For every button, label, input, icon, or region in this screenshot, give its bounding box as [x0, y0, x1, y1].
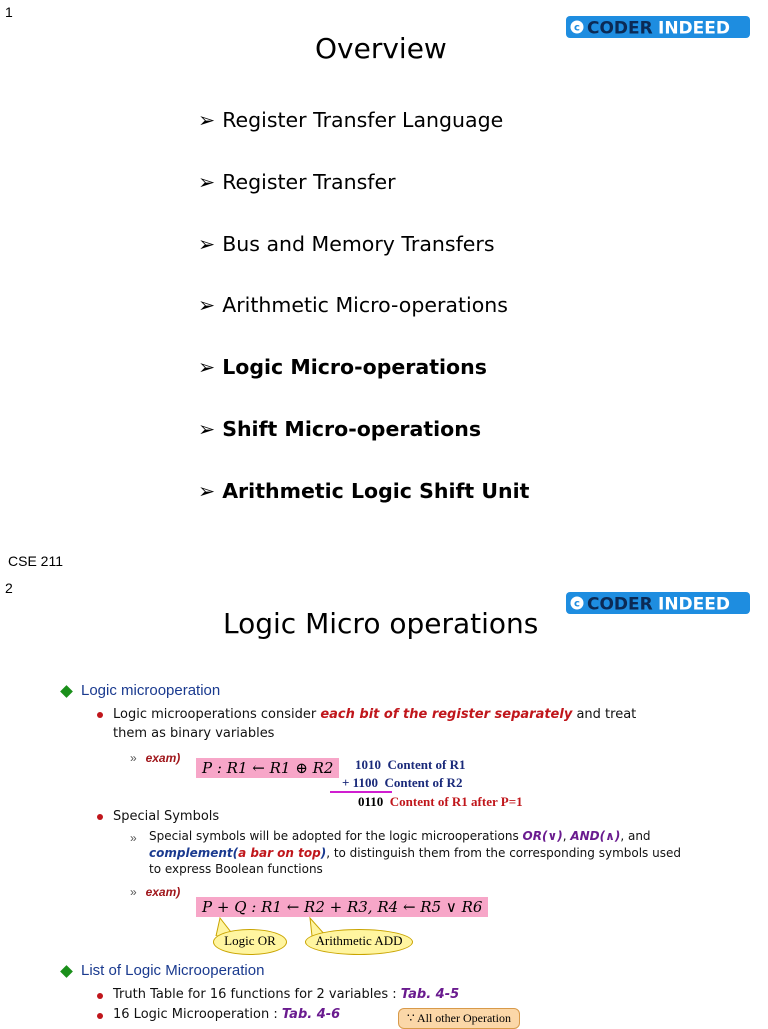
page-number: 2	[5, 580, 13, 596]
coderindeed-logo: c CODER INDEED	[566, 16, 750, 38]
logo-text-coder: CODER	[587, 19, 653, 39]
coderindeed-logo: c CODER INDEED	[566, 592, 750, 614]
diamond-bullet-icon	[60, 965, 73, 978]
callout-arithmetic-add: Arithmetic ADD	[305, 929, 413, 955]
bullet-text: Arithmetic Micro-operations	[222, 293, 508, 318]
bullet-text: Bus and Memory Transfers	[222, 231, 495, 256]
arrow-icon: ➢	[198, 169, 216, 194]
section-heading: List of Logic Microoperation	[81, 962, 265, 979]
slide-title: Overview	[315, 32, 447, 65]
slide-title: Logic Micro operations	[223, 607, 539, 640]
bullet-text: Register Transfer	[222, 169, 396, 194]
note-box: ∵ All other Operation	[398, 1008, 520, 1029]
section-heading: Logic microoperation	[81, 682, 221, 699]
logo-badge: c	[574, 599, 580, 610]
bullet-item: ➢Bus and Memory Transfers	[198, 232, 529, 294]
item-text: Logic microoperations consider each bit …	[113, 707, 637, 722]
calc-row: 0110 Content of R1 after P=1	[358, 794, 523, 809]
bullet-item: ➢Logic Micro-operations	[198, 355, 529, 417]
arrow-icon: ➢	[198, 416, 216, 441]
bullet-text: Shift Micro-operations	[222, 416, 482, 441]
callout-logic-or: Logic OR	[213, 929, 287, 955]
page-number: 1	[5, 4, 13, 20]
calc-row: + 1100 Content of R2	[342, 775, 463, 790]
slide-footer: CSE 211	[8, 553, 63, 569]
logo-text-coder: CODER	[587, 595, 653, 615]
diamond-bullet-icon	[60, 685, 73, 698]
bullet-text: Logic Micro-operations	[222, 355, 487, 380]
list-item: Truth Table for 16 functions for 2 varia…	[113, 987, 460, 1002]
bullet-item: ➢Register Transfer	[198, 170, 529, 232]
special-line2: complement(a bar on top), to distinguish…	[149, 846, 681, 860]
logo-text-indeed: INDEED	[658, 595, 730, 615]
arrow-icon: ➢	[198, 355, 216, 380]
dot-bullet-icon	[97, 814, 103, 820]
item-text-line2: them as binary variables	[113, 726, 275, 741]
logo-text-indeed: INDEED	[658, 19, 730, 39]
arrow-icon: ➢	[198, 293, 216, 318]
sum-line	[330, 791, 392, 793]
dot-bullet-icon	[97, 1013, 103, 1019]
bullet-text: Register Transfer Language	[222, 108, 504, 132]
bullet-item: ➢Arithmetic Micro-operations	[198, 293, 529, 355]
formula-box: P : R1 ← R1 ⊕ R2	[196, 758, 340, 778]
bullet-list: ➢Register Transfer Language ➢Register Tr…	[198, 108, 529, 541]
dot-bullet-icon	[97, 712, 103, 718]
arrow-icon: ➢	[198, 108, 216, 132]
special-line1: Special symbols will be adopted for the …	[149, 829, 651, 843]
exam-row: » exam)	[130, 751, 181, 765]
formula-box: P + Q : R1 ← R2 + R3, R4 ← R5 ∨ R6	[196, 897, 489, 917]
bullet-item: ➢Register Transfer Language	[198, 108, 529, 170]
bullet-item: ➢Shift Micro-operations	[198, 417, 529, 479]
logo-badge: c	[574, 23, 580, 34]
arrow-icon: ➢	[198, 231, 216, 256]
bullet-item: ➢Arithmetic Logic Shift Unit	[198, 479, 529, 541]
raquo-icon: »	[130, 831, 137, 845]
item-text: Special Symbols	[113, 809, 220, 824]
calc-row: 1010 Content of R1	[355, 757, 466, 772]
special-line3: to express Boolean functions	[149, 862, 323, 876]
dot-bullet-icon	[97, 993, 103, 999]
bullet-text: Arithmetic Logic Shift Unit	[222, 478, 530, 503]
list-item: 16 Logic Microoperation : Tab. 4-6	[113, 1007, 341, 1022]
arrow-icon: ➢	[198, 478, 216, 503]
exam-row: » exam)	[130, 885, 181, 899]
